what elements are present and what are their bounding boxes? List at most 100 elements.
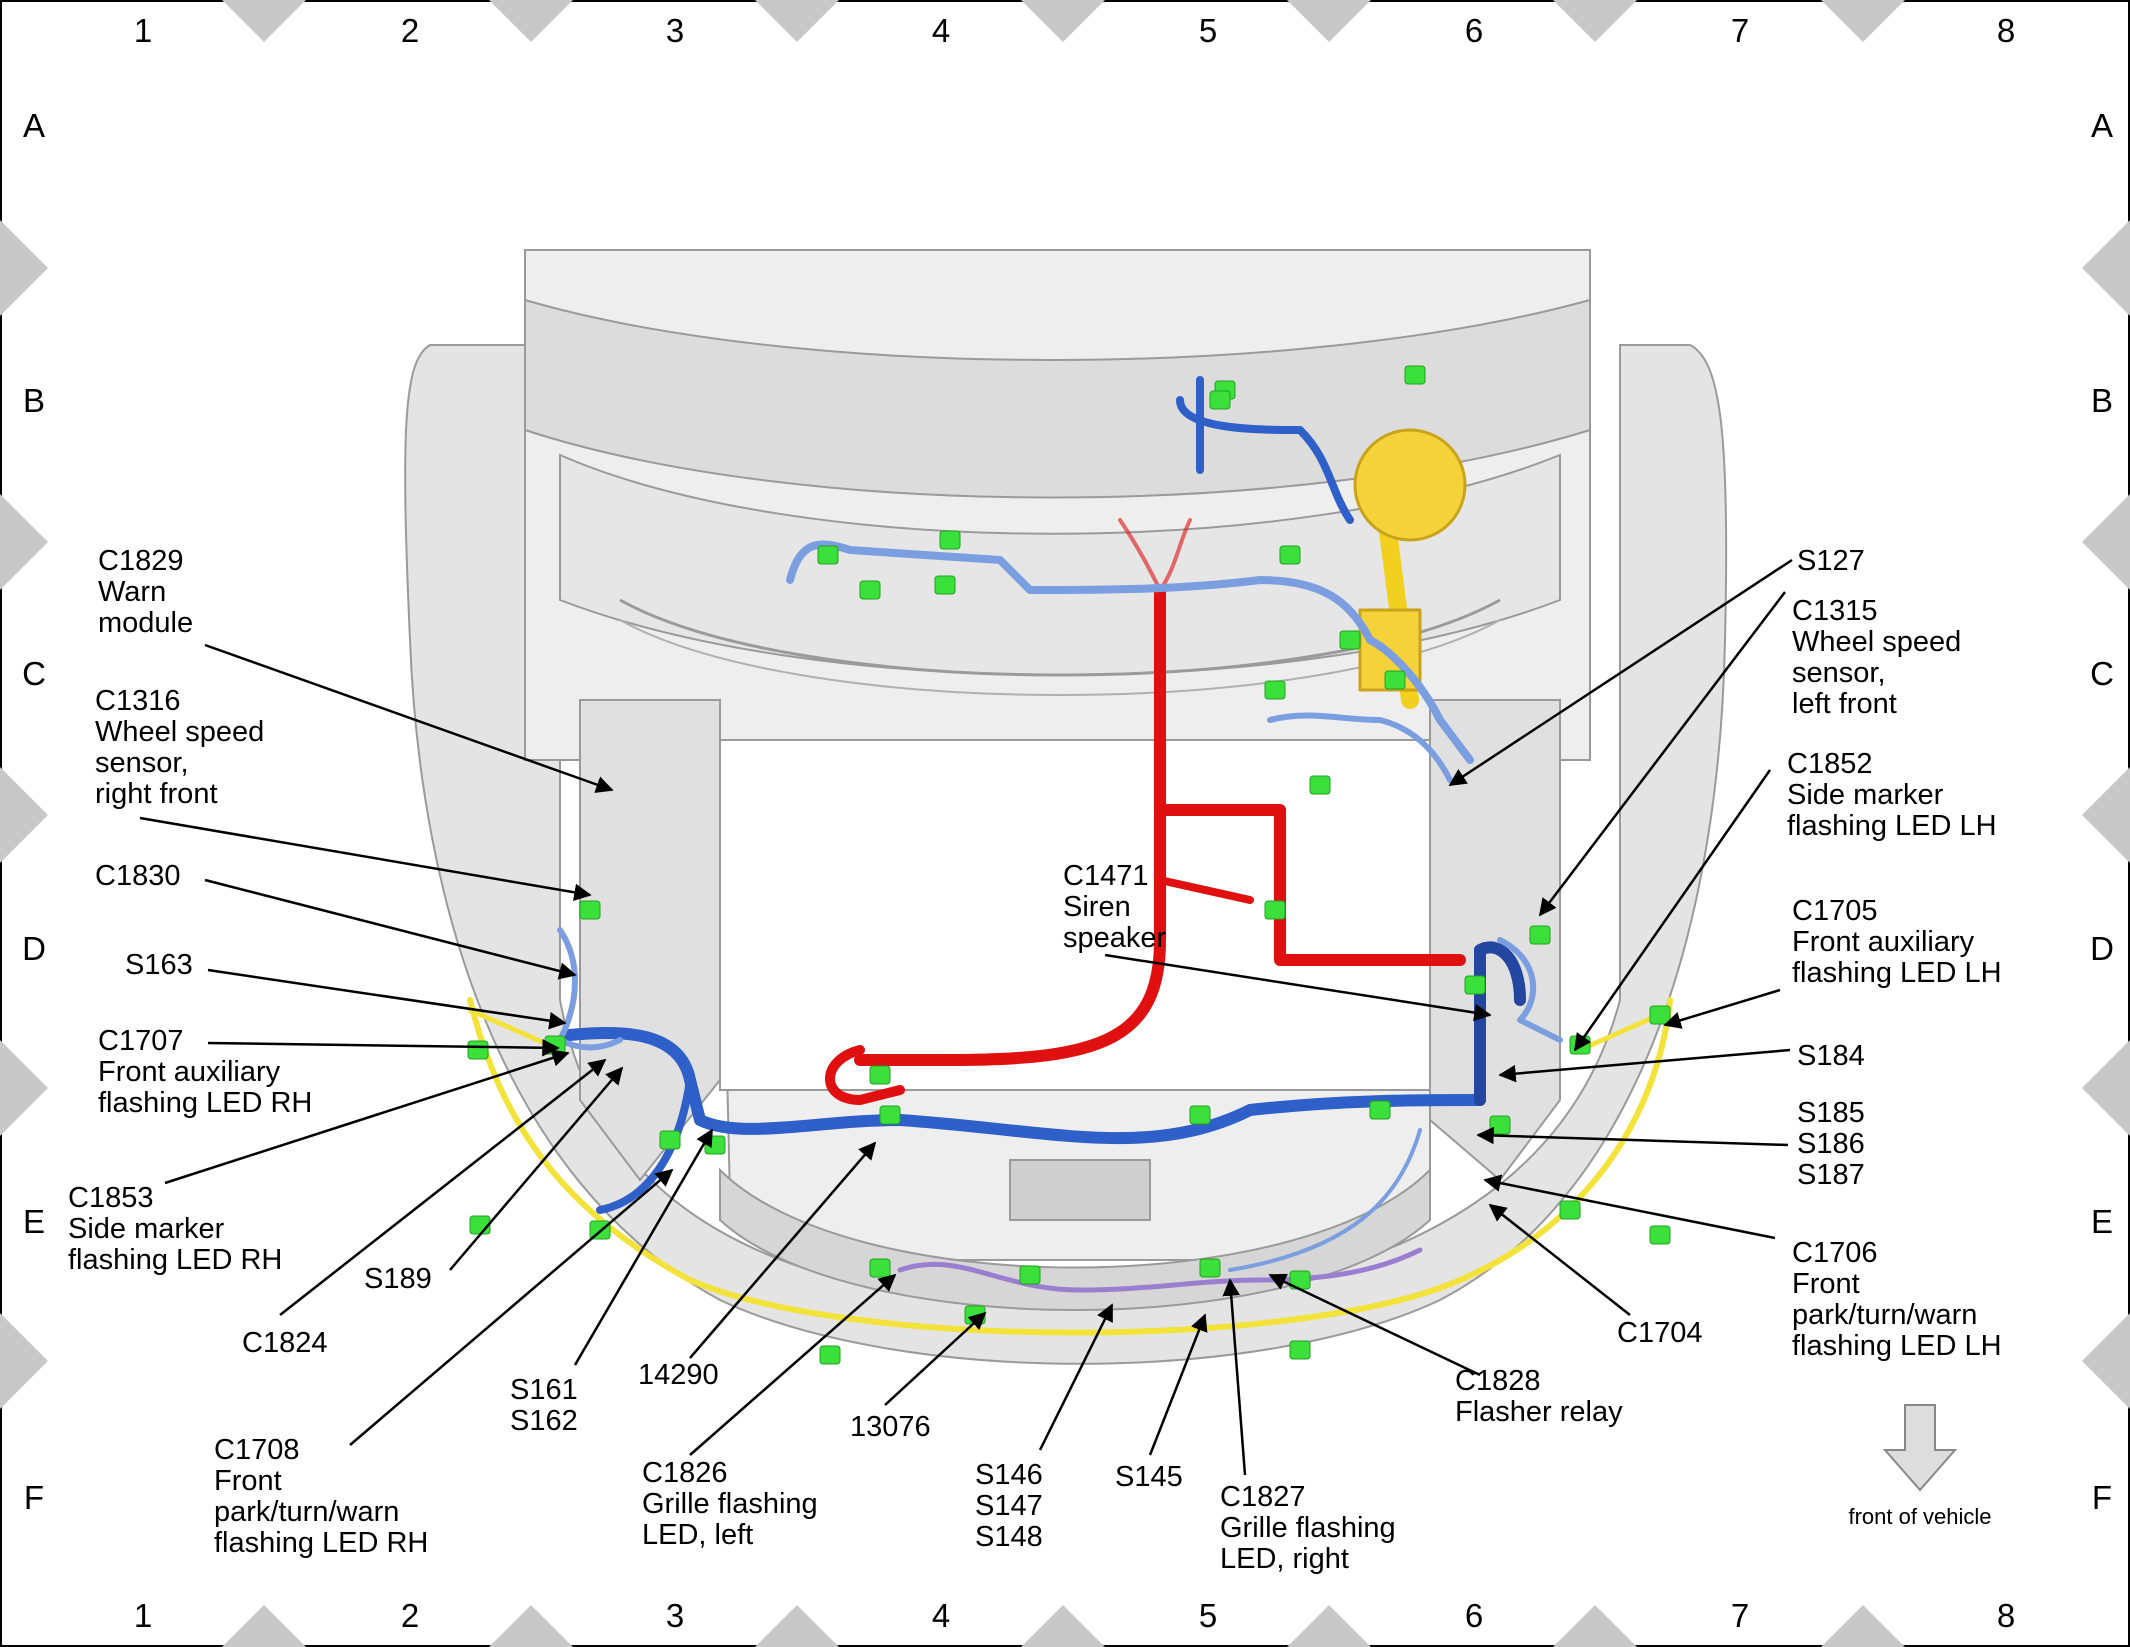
callout-n13076: 13076 <box>850 1411 931 1443</box>
connector-marker <box>1199 1258 1221 1278</box>
callout-line: Wheel speed <box>95 716 264 748</box>
grid-col-label: 3 <box>666 12 684 49</box>
callout-line: C1471 <box>1063 860 1148 892</box>
grid-diamond <box>1821 1605 1905 1647</box>
grid-row-label: D <box>22 930 46 967</box>
grid-diamond <box>489 0 573 42</box>
leader-line-c1707 <box>207 1039 560 1057</box>
leader-line-c1829 <box>204 643 614 793</box>
grid-diamond <box>0 1040 48 1136</box>
callout-line: flashing LED RH <box>98 1087 312 1119</box>
callout-line: S187 <box>1797 1159 1865 1191</box>
callout-line: C1705 <box>1792 895 1877 927</box>
callout-line: Siren <box>1063 891 1131 923</box>
leader-line-n13076 <box>884 1311 987 1406</box>
leader-line-c1316 <box>139 816 592 901</box>
grid-col-label: 7 <box>1731 12 1749 49</box>
leader-line-c1852 <box>1573 769 1772 1052</box>
connector-marker <box>1489 1115 1511 1135</box>
callout-line: C1828 <box>1455 1365 1540 1397</box>
grid-row-label: B <box>23 382 45 419</box>
connector-marker <box>1209 390 1231 410</box>
callout-line: sensor, <box>1792 657 1886 689</box>
callout-s145: S145 <box>1115 1461 1183 1493</box>
callout-line: flashing LED RH <box>68 1244 282 1276</box>
callout-line: Front <box>1792 1268 1860 1300</box>
front-of-vehicle-label: front of vehicle <box>1848 1504 1991 1529</box>
connectors <box>467 365 1671 1365</box>
callout-line: S189 <box>364 1263 432 1295</box>
grid-col-label: 6 <box>1465 1597 1483 1634</box>
connector-marker <box>817 545 839 565</box>
callout-line: S146 <box>975 1459 1043 1491</box>
callout-line: S148 <box>975 1521 1043 1553</box>
leader-line-c1704 <box>1488 1203 1631 1316</box>
callout-line: Grille flashing <box>1220 1512 1396 1544</box>
grid-diamond <box>2082 1313 2130 1409</box>
front-of-vehicle-indicator: front of vehicle <box>1848 1404 1992 1529</box>
grid-diamond <box>1553 0 1637 42</box>
grid-diamond <box>755 0 839 42</box>
harness-red <box>825 518 1466 1105</box>
grid-col-label: 1 <box>134 1597 152 1634</box>
connector-marker <box>1289 1340 1311 1360</box>
grid-col-label: 2 <box>401 12 419 49</box>
callout-line: Grille flashing <box>642 1488 818 1520</box>
callout-line: left front <box>1792 688 1897 720</box>
grid-col-label: 3 <box>666 1597 684 1634</box>
callout-line: S127 <box>1797 545 1865 577</box>
connector-marker <box>1529 925 1551 945</box>
grid-col-label: 8 <box>1997 1597 2015 1634</box>
callout-s127: S127 <box>1797 545 1865 577</box>
grid-col-label: 8 <box>1997 12 2015 49</box>
leader-line-c1826 <box>689 1273 897 1456</box>
grid-diamond <box>1021 0 1105 42</box>
callout-line: C1829 <box>98 545 183 577</box>
grid-diamond <box>1287 1605 1371 1647</box>
connector-marker <box>1279 545 1301 565</box>
callout-line: Side marker <box>1787 779 1944 811</box>
harness-purple <box>897 1247 1423 1293</box>
callout-line: S186 <box>1797 1128 1865 1160</box>
leader-line-s145 <box>1148 1313 1208 1456</box>
callout-line: flashing LED LH <box>1792 957 2002 989</box>
grid-row-label: D <box>2090 930 2114 967</box>
connector-marker <box>1464 975 1486 995</box>
grid-row-label: E <box>23 1203 45 1240</box>
connector-marker <box>1189 1105 1211 1125</box>
grid-row-label: F <box>24 1479 44 1516</box>
grid-diamond <box>1021 1605 1105 1647</box>
callout-line: S185 <box>1797 1097 1865 1129</box>
grid-row-label: A <box>2091 107 2113 144</box>
leader-line-n14290 <box>689 1141 877 1359</box>
grid-col-label: 4 <box>932 1597 950 1634</box>
leader-line-c1827 <box>1222 1278 1247 1476</box>
leader-line-s184 <box>1498 1048 1791 1083</box>
callout-line: C1704 <box>1617 1317 1702 1349</box>
callout-line: S145 <box>1115 1461 1183 1493</box>
connector-marker <box>1019 1265 1041 1285</box>
connector-marker <box>869 1258 891 1278</box>
callout-line: flashing LED RH <box>214 1527 428 1559</box>
callout-line: LED, left <box>642 1519 753 1551</box>
grid-row-label: C <box>22 655 46 692</box>
callout-c1830: C1830 <box>95 860 180 892</box>
callout-line: park/turn/warn <box>214 1496 399 1528</box>
grid-diamond <box>2082 494 2130 590</box>
leader-line-s163 <box>207 968 567 1030</box>
grid-diamond <box>2082 220 2130 316</box>
callout-line: Front auxiliary <box>98 1056 281 1088</box>
grid-diamond <box>222 1605 306 1647</box>
callout-line: Warn <box>98 576 166 608</box>
callout-line: park/turn/warn <box>1792 1299 1977 1331</box>
connector-marker <box>939 530 961 550</box>
harness-light-blue <box>557 540 1563 1272</box>
